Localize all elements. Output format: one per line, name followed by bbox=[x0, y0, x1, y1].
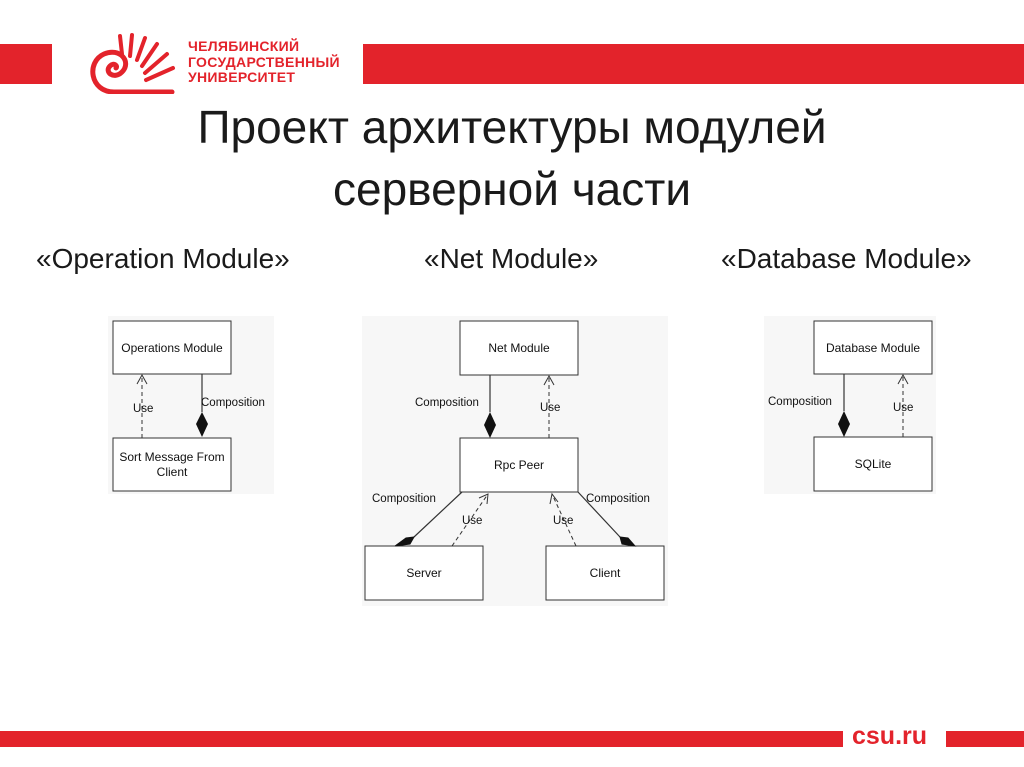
university-name-line: УНИВЕРСИТЕТ bbox=[188, 69, 296, 85]
net-module-box-label: Net Module bbox=[488, 341, 550, 355]
slide-title: Проект архитектуры модулей серверной час… bbox=[120, 96, 904, 220]
footer-accent-bar-right bbox=[946, 731, 1024, 747]
use-edge-label: Use bbox=[540, 402, 560, 414]
composition-diamond-icon bbox=[196, 412, 208, 437]
composition-edge-label: Composition bbox=[372, 493, 436, 505]
client-box-label: Client bbox=[590, 566, 621, 580]
use-edge-label: Use bbox=[553, 515, 573, 527]
university-name-line: ГОСУДАРСТВЕННЫЙ bbox=[188, 53, 340, 70]
rpc-peer-box bbox=[459, 437, 579, 493]
server-box bbox=[364, 545, 484, 601]
use-edge-label: Use bbox=[893, 402, 913, 414]
open-arrowhead-icon bbox=[478, 493, 489, 505]
client-box bbox=[545, 545, 665, 601]
composition-edge-label: Composition bbox=[768, 396, 832, 408]
open-arrowhead-icon bbox=[136, 373, 148, 385]
database-module-box bbox=[813, 320, 933, 375]
rpc-peer-box-label: Rpc Peer bbox=[494, 458, 544, 472]
university-name-line: ЧЕЛЯБИНСКИЙ bbox=[188, 38, 300, 54]
use-edge-label: Use bbox=[133, 403, 153, 415]
operation-module-heading: «Operation Module» bbox=[36, 243, 290, 274]
open-arrowhead-icon bbox=[897, 373, 909, 385]
composition-edge bbox=[577, 491, 621, 538]
composition-diamond-icon bbox=[394, 536, 415, 547]
footer-accent-bar-left bbox=[0, 731, 843, 747]
operation-module-diagram: Operations Module Sort Message From Clie… bbox=[108, 316, 274, 494]
composition-diamond-icon bbox=[838, 411, 850, 437]
net-module-box bbox=[459, 320, 579, 376]
slide-title-line-2: серверной части bbox=[332, 163, 692, 215]
database-module-diagram: Database Module SQLite Composition Use bbox=[764, 316, 936, 494]
open-arrowhead-icon bbox=[549, 492, 559, 505]
server-box-label: Server bbox=[406, 566, 441, 580]
use-dependency-edge bbox=[451, 493, 489, 547]
operations-module-box bbox=[112, 320, 232, 375]
database-module-box-label: Database Module bbox=[826, 341, 920, 355]
net-module-heading: «Net Module» bbox=[424, 243, 599, 274]
composition-edge bbox=[413, 491, 463, 538]
slide-title-line-1: Проект архитектуры модулей bbox=[197, 101, 827, 153]
net-module-diagram: Net Module Rpc Peer Server Client Compos… bbox=[362, 316, 668, 606]
header-accent-bar-right bbox=[363, 44, 1024, 84]
use-dependency-edge bbox=[551, 493, 577, 547]
sort-message-box-label-line-1: Sort Message From bbox=[119, 450, 224, 464]
university-name: ЧЕЛЯБИНСКИЙ ГОСУДАРСТВЕННЫЙ УНИВЕРСИТЕТ bbox=[188, 38, 340, 86]
sqlite-box bbox=[813, 436, 933, 492]
composition-edge-label: Composition bbox=[415, 397, 479, 409]
database-module-heading: «Database Module» bbox=[721, 243, 972, 274]
composition-diamond-icon bbox=[619, 536, 637, 547]
site-url: csu.ru bbox=[852, 722, 928, 750]
spiral-logo-icon bbox=[90, 33, 175, 94]
operations-module-box-label: Operations Module bbox=[121, 341, 223, 355]
composition-edge-label: Composition bbox=[201, 397, 265, 409]
composition-diamond-icon bbox=[484, 412, 496, 438]
header-accent-bar-left bbox=[0, 44, 52, 84]
use-edge-label: Use bbox=[462, 515, 482, 527]
composition-edge-label: Composition bbox=[586, 493, 650, 505]
open-arrowhead-icon bbox=[543, 374, 555, 386]
sort-message-box-label-line-2: Client bbox=[157, 465, 188, 479]
sqlite-box-label: SQLite bbox=[855, 457, 892, 471]
sort-message-box bbox=[112, 437, 232, 492]
